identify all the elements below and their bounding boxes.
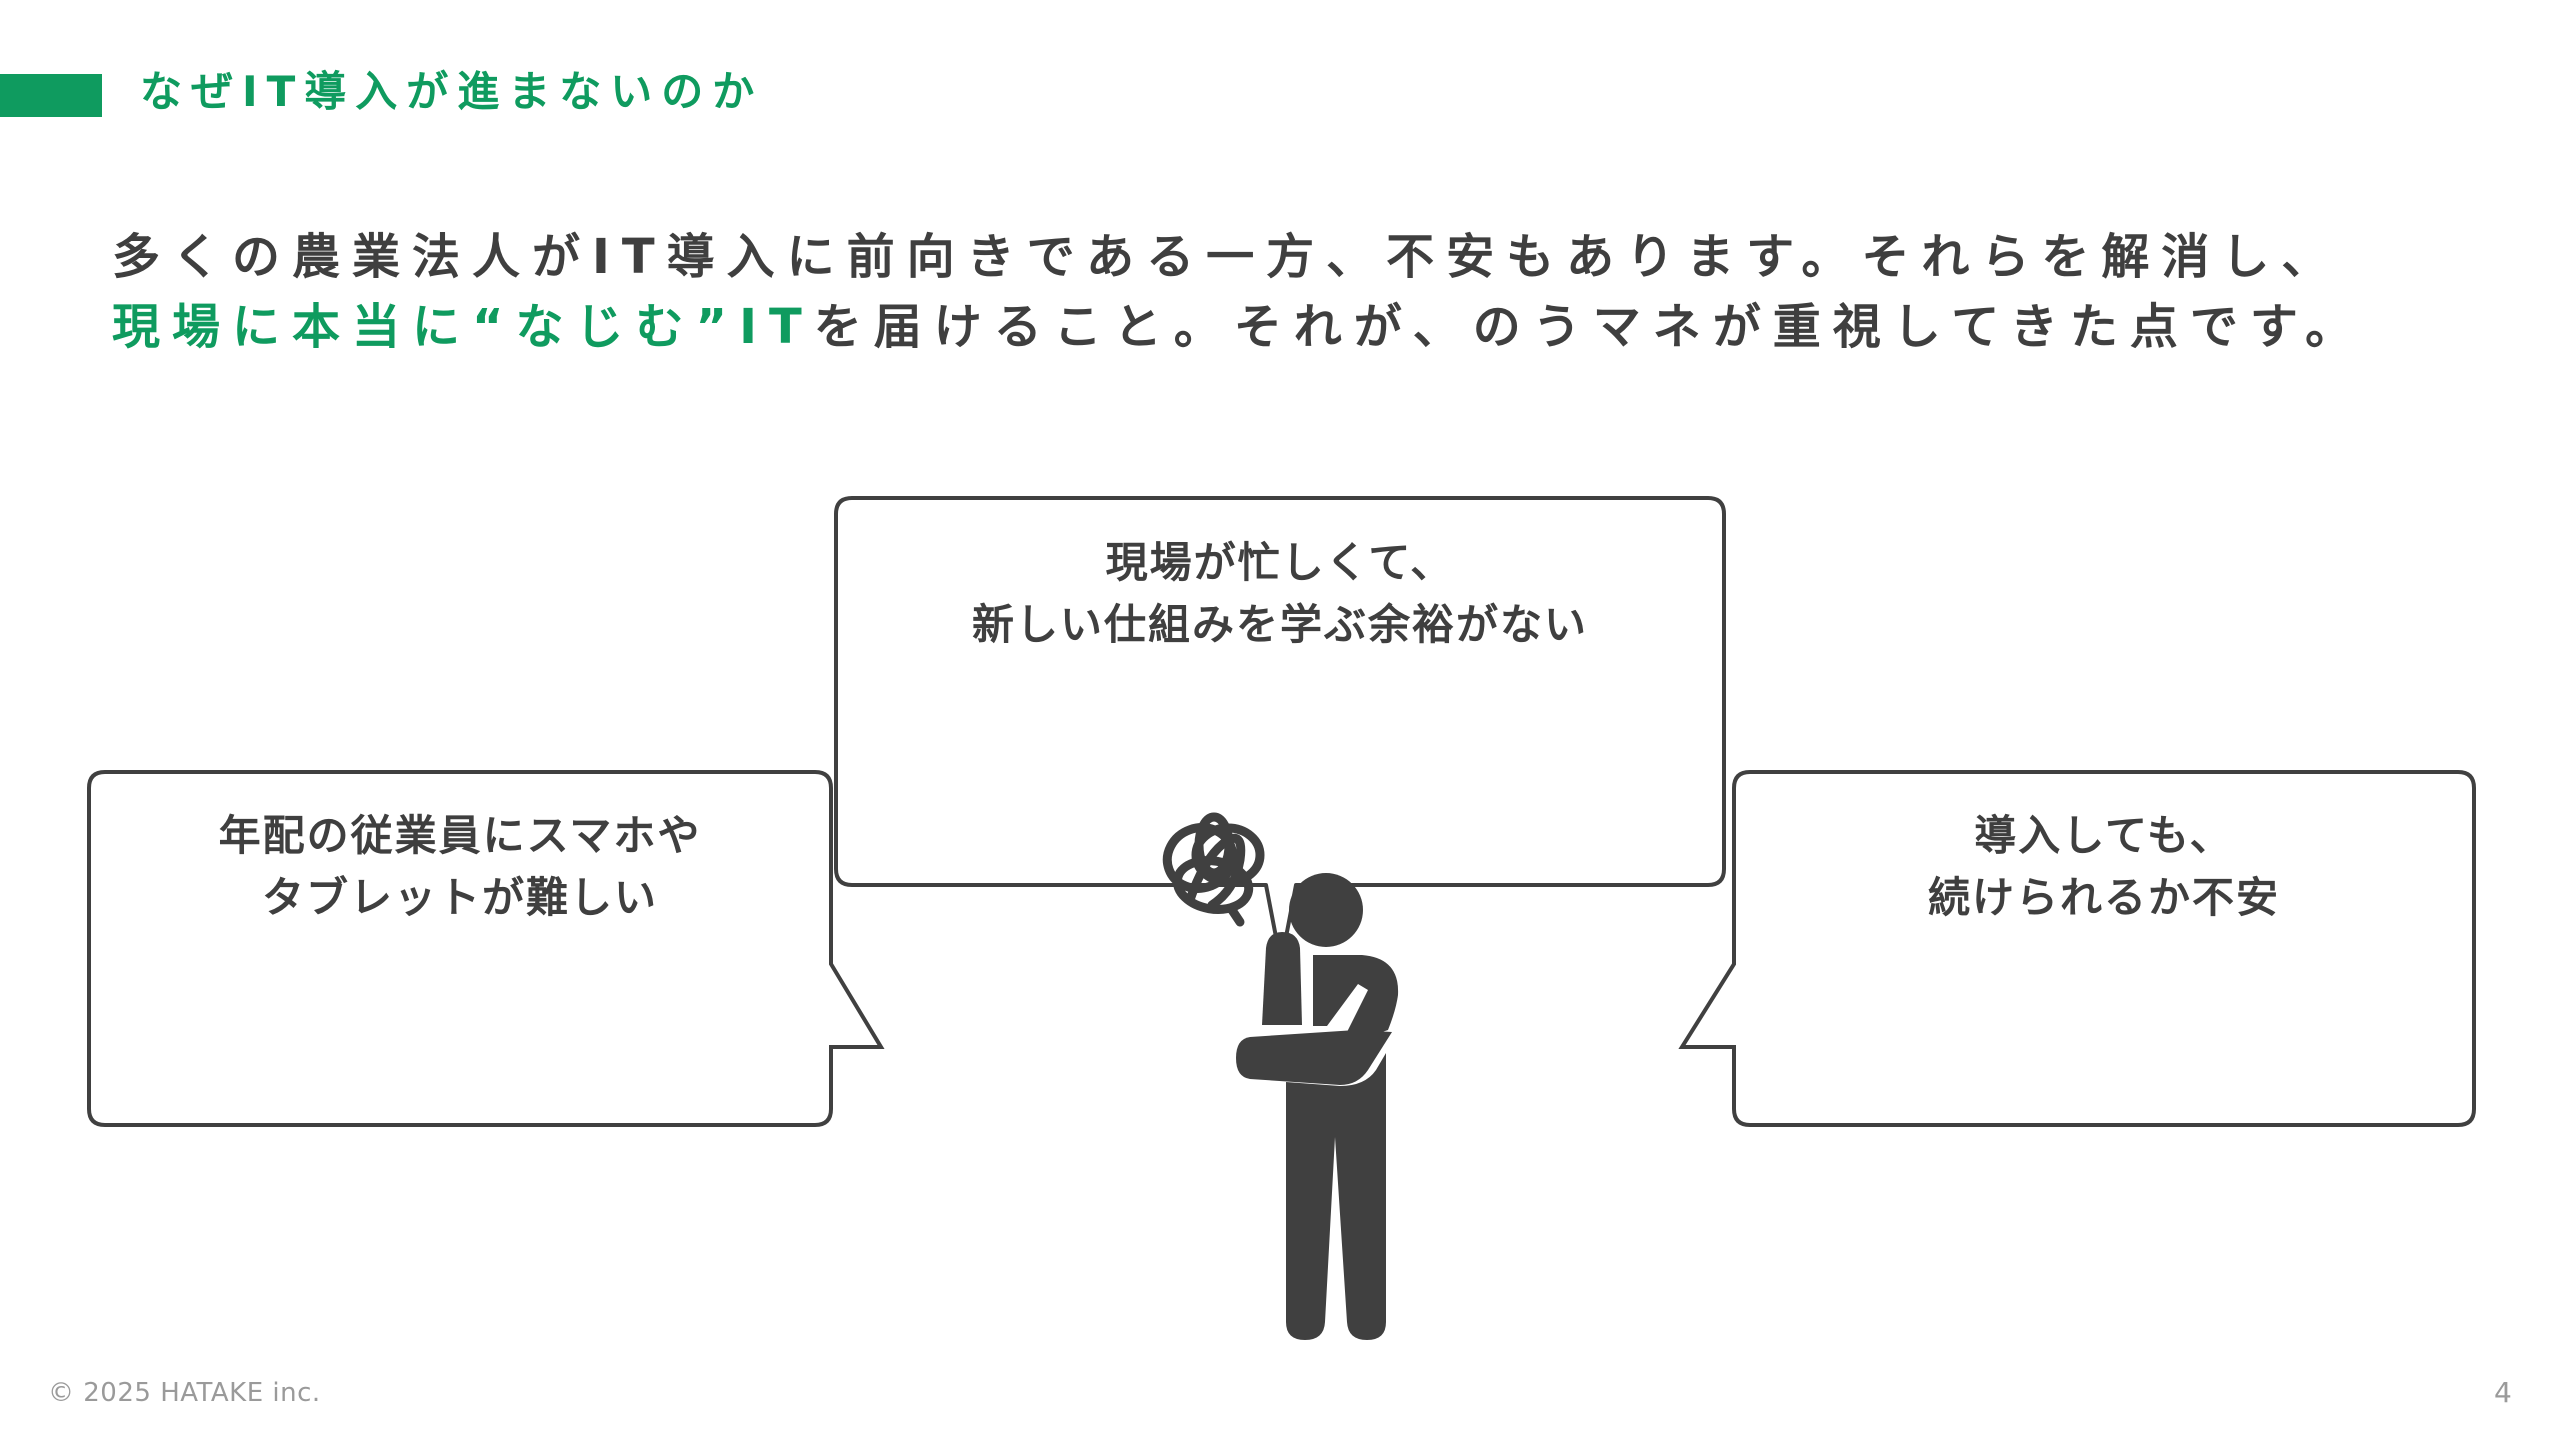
lead-text: 多くの農業法人がIT導入に前向きである一方、不安もあります。それらを解消し、 現… <box>112 222 2365 362</box>
lead-highlight: 現場に本当に“なじむ”IT <box>112 299 814 355</box>
speech-bubble-top <box>834 496 1726 965</box>
footer-copyright: © 2025 HATAKE inc. <box>48 1378 321 1408</box>
title-accent-bar <box>0 74 102 117</box>
bubble-right-line-1: 導入しても、 <box>1974 811 2234 860</box>
bubble-left-text: 年配の従業員にスマホや タブレットが難しい <box>89 805 831 929</box>
speech-bubble-right <box>1678 770 2476 1127</box>
lead-line-1: 多くの農業法人がIT導入に前向きである一方、不安もあります。それらを解消し、 <box>112 229 2342 285</box>
slide-title: なぜIT導入が進まないのか <box>140 67 764 116</box>
head <box>1289 873 1363 947</box>
lead-line-2-rest: を届けること。それが、のうマネが重視してきた点です。 <box>813 299 2366 355</box>
worried-person-icon <box>1162 812 1399 1340</box>
page-number: 4 <box>2494 1376 2512 1409</box>
bubble-top-line-2: 新しい仕組みを学ぶ余裕がない <box>971 600 1588 649</box>
bubble-right-line-2: 続けられるか不安 <box>1927 873 2280 922</box>
bubble-top-text: 現場が忙しくて、 新しい仕組みを学ぶ余裕がない <box>836 532 1724 656</box>
bubble-left-line-2: タブレットが難しい <box>261 873 658 922</box>
scribble-icon <box>1162 812 1265 927</box>
speech-bubble-left <box>87 770 885 1127</box>
lead-line-2: 現場に本当に“なじむ”ITを届けること。それが、のうマネが重視してきた点です。 <box>112 292 2365 362</box>
bubble-right-text: 導入しても、 続けられるか不安 <box>1734 805 2474 929</box>
bubble-left-line-1: 年配の従業員にスマホや <box>218 811 702 860</box>
bubble-top-line-1: 現場が忙しくて、 <box>1105 538 1455 587</box>
